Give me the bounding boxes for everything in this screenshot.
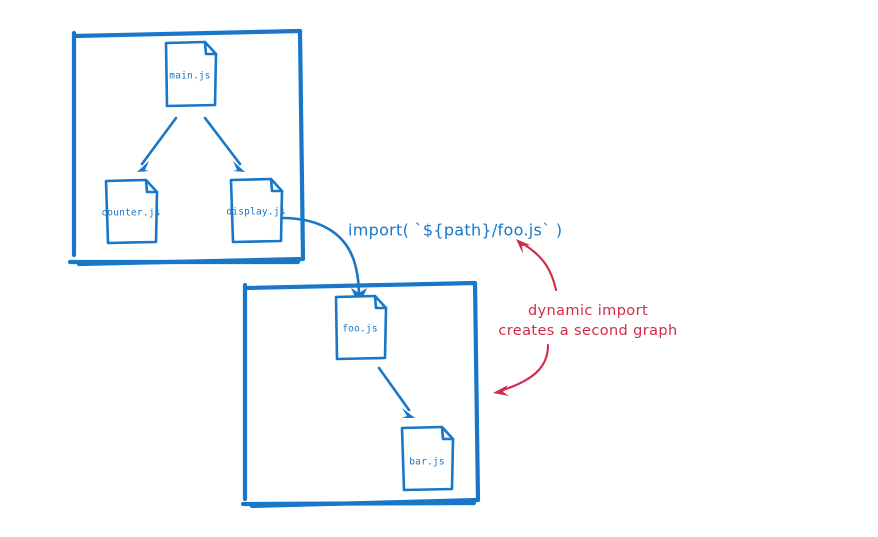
edge-main-to-display — [203, 116, 245, 172]
edge-foo-to-bar — [377, 366, 415, 418]
annotation-line-2: creates a second graph — [498, 323, 677, 339]
node-counter-js-label: counter.js — [101, 208, 160, 219]
import-call-label: import( `${path}/foo.js` ) — [348, 221, 562, 240]
node-main-js[interactable]: main.js — [164, 40, 218, 108]
node-display-js-label: display.js — [226, 207, 285, 218]
annotation-line-1: dynamic import — [528, 303, 648, 319]
node-foo-js-label: foo.js — [342, 324, 378, 335]
node-main-js-label: main.js — [169, 71, 210, 82]
secondary-graph-box — [240, 280, 481, 509]
node-bar-js[interactable]: bar.js — [400, 425, 455, 492]
node-counter-js[interactable]: counter.js — [101, 178, 160, 245]
primary-graph-box — [67, 28, 306, 267]
node-display-js[interactable]: display.js — [226, 177, 285, 244]
edge-main-to-counter — [137, 116, 178, 172]
node-bar-js-label: bar.js — [409, 457, 445, 468]
annotation-dynamic-import: dynamic import creates a second graph — [493, 239, 677, 396]
node-foo-js[interactable]: foo.js — [334, 294, 388, 361]
